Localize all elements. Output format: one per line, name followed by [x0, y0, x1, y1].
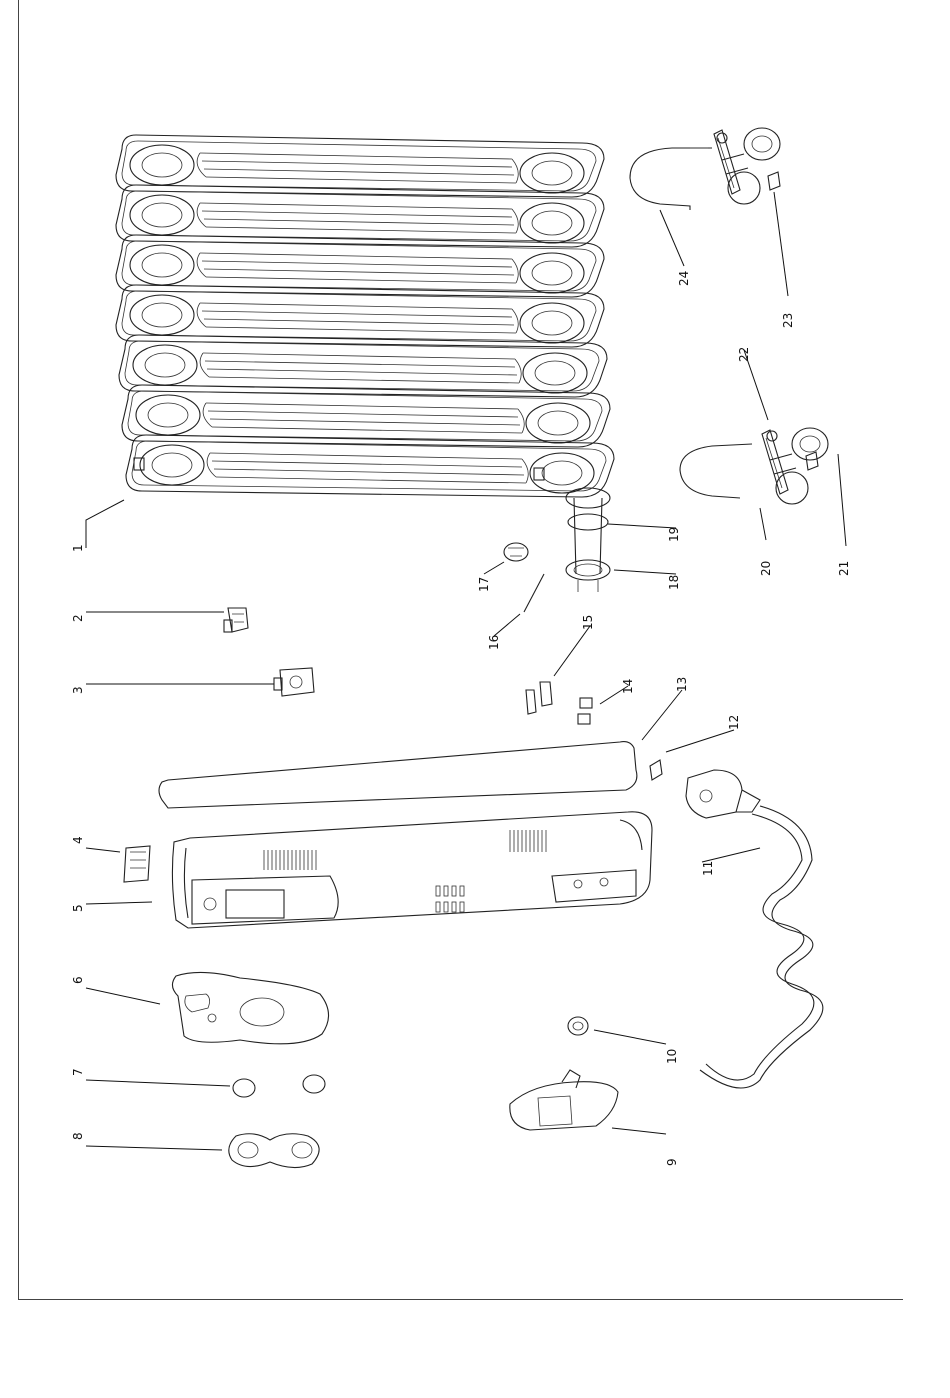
radiator-fin-stack — [116, 135, 614, 497]
part-6 — [172, 972, 328, 1043]
callout-20: 20 — [759, 561, 773, 576]
callout-9: 9 — [665, 1158, 679, 1166]
part-14 — [578, 698, 592, 724]
part-11-plug-cable — [686, 770, 823, 1088]
callout-2: 2 — [71, 614, 85, 622]
callout-24: 24 — [677, 271, 691, 286]
heating-element — [566, 488, 610, 592]
callout-10: 10 — [665, 1049, 679, 1064]
callout-23: 23 — [781, 313, 795, 328]
callout-22: 22 — [737, 347, 751, 362]
callout-16: 16 — [487, 635, 501, 650]
callout-5: 5 — [71, 904, 85, 912]
callout-17: 17 — [477, 577, 491, 592]
part-17 — [504, 543, 528, 561]
callout-7: 7 — [71, 1068, 85, 1076]
callout-21: 21 — [837, 561, 851, 576]
callout-13: 13 — [675, 677, 689, 692]
part-12 — [650, 760, 662, 780]
callout-8: 8 — [71, 1132, 85, 1140]
callout-6: 6 — [71, 976, 85, 984]
callout-11: 11 — [701, 861, 715, 876]
caster-assembly-top — [630, 128, 780, 210]
callout-12: 12 — [727, 715, 741, 730]
callout-labels: 1 2 3 4 5 6 7 8 9 10 11 12 13 14 15 16 1… — [71, 271, 851, 1166]
caster-assembly-middle — [680, 428, 828, 504]
part-5-housing — [172, 812, 652, 928]
part-3 — [274, 668, 314, 696]
part-4 — [124, 846, 150, 882]
part-7 — [233, 1075, 325, 1097]
callout-14: 14 — [621, 679, 635, 694]
part-16 — [524, 574, 544, 612]
callout-1: 1 — [71, 544, 85, 552]
callout-3: 3 — [71, 686, 85, 694]
callout-18: 18 — [667, 575, 681, 590]
part-15 — [526, 682, 552, 714]
part-13-cover-strip — [159, 742, 637, 808]
callout-15: 15 — [581, 615, 595, 630]
part-8 — [229, 1134, 319, 1168]
callout-19: 19 — [667, 527, 681, 542]
part-10 — [568, 1017, 588, 1035]
part-2 — [224, 608, 248, 632]
part-9 — [510, 1070, 618, 1130]
callout-4: 4 — [71, 836, 85, 844]
